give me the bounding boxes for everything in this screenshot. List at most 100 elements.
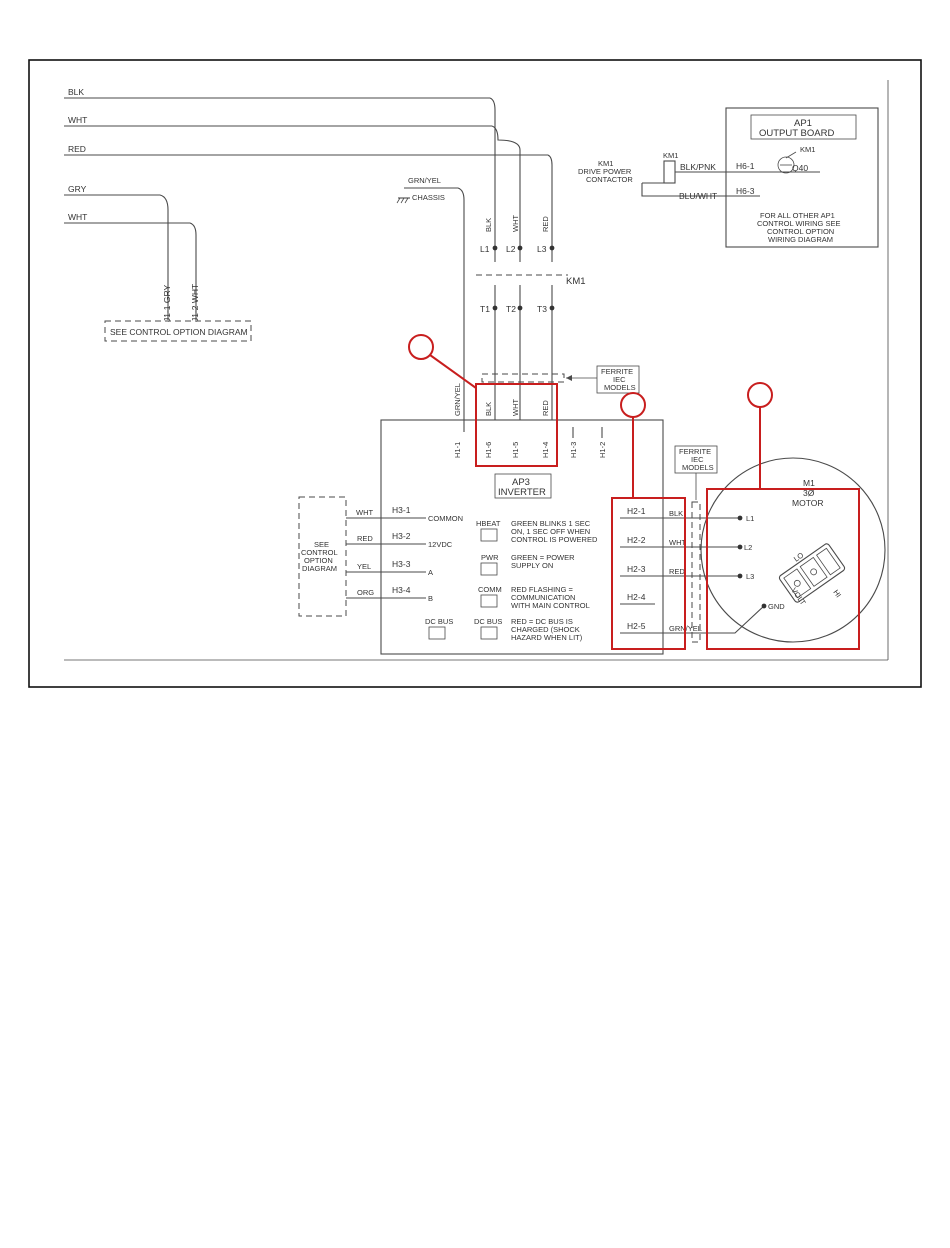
motor-m1 (700, 457, 886, 643)
h3-2: H3-2 (392, 531, 411, 541)
ferrite-h2-1: FERRITE (679, 447, 711, 456)
ap1-blk-pnk: BLK/PNK (680, 162, 716, 172)
h3-wire-yel: YEL (357, 562, 371, 571)
led-comm-icon (480, 594, 498, 608)
ferrite-top-1: FERRITE (601, 367, 633, 376)
chassis-ground-icon (396, 197, 410, 204)
h3-12vdc: 12VDC (428, 540, 453, 549)
h3-1: H3-1 (392, 505, 411, 515)
ferrite-h2-2: IEC (691, 455, 704, 464)
see-control-3: OPTION (304, 556, 333, 565)
ap1-contactor-1: KM1 (598, 159, 613, 168)
led-dcbus-text-2: CHARGED (SHOCK (511, 625, 580, 634)
see-control-4: DIAGRAM (302, 564, 337, 573)
led-dcbus-icon (480, 626, 498, 640)
wire-label-blk: BLK (68, 87, 84, 97)
motor-l2-node (737, 544, 743, 550)
h1-2: H1-2 (598, 442, 607, 458)
ap1-board (725, 107, 879, 248)
control-option-label: SEE CONTROL OPTION DIAGRAM (110, 327, 248, 337)
wire-label-wht: WHT (68, 115, 87, 125)
highlight-motor (706, 488, 860, 650)
ap1-contactor-2: DRIVE POWER (578, 167, 632, 176)
plug-hi: HI (831, 588, 843, 599)
motor-l2: L2 (744, 543, 752, 552)
ferrite-top-arrow (566, 375, 572, 381)
km1-t3: T3 (537, 304, 547, 314)
h3-wire-red: RED (357, 534, 373, 543)
led-dcbus-text-3: HAZARD WHEN LIT) (511, 633, 583, 642)
plug-lo: LO (792, 550, 805, 563)
wire-label-wht-2: WHT (68, 212, 87, 222)
km1-t1: T1 (480, 304, 490, 314)
dc-bus-left-label: DC BUS (425, 617, 453, 626)
h3-wires (346, 517, 426, 599)
led-comm-text-3: WITH MAIN CONTROL (511, 601, 590, 610)
ap3-inverter (380, 419, 664, 655)
dc-bus-left-icon (428, 626, 446, 640)
ap1-note-1: FOR ALL OTHER AP1 (760, 211, 835, 220)
led-hbeat-name: HBEAT (476, 519, 501, 528)
ferrite-top-3: MODELS (604, 383, 636, 392)
ap1-h6-3: H6-3 (736, 186, 755, 196)
j1-2-label: J1-2 WHT (190, 284, 200, 322)
h1-6: H1-6 (484, 442, 493, 458)
see-control-option-box (298, 496, 347, 617)
motor-l1: L1 (746, 514, 754, 523)
motor-title: M1 (803, 478, 815, 488)
h2-4: H2-4 (627, 592, 646, 602)
km1-wht-tag: WHT (511, 215, 520, 232)
led-comm-text-1: RED FLASHING = (511, 585, 574, 594)
km1-l1: L1 (480, 244, 490, 254)
ferrite-box-top (596, 365, 640, 394)
led-pwr-text-1: GREEN = POWER (511, 553, 575, 562)
led-dcbus-name: DC BUS (474, 617, 502, 626)
ap1-coil-label: KM1 (663, 151, 678, 160)
km1-l2: L2 (506, 244, 516, 254)
h2-1: H2-1 (627, 506, 646, 516)
h2-wire-red: RED (669, 567, 685, 576)
ap1-note-3: CONTROL OPTION (767, 227, 834, 236)
callout-circle-1 (408, 334, 434, 360)
h3-wire-org: ORG (357, 588, 374, 597)
led-hbeat-text-1: GREEN BLINKS 1 SEC (511, 519, 591, 528)
control-option-box (104, 320, 252, 342)
ap1-note-4: WIRING DIAGRAM (768, 235, 833, 244)
motor-gnd: GND (768, 602, 785, 611)
h3-4: H3-4 (392, 585, 411, 595)
ferrite-h2-3: MODELS (682, 463, 714, 472)
ferrite-top-2: IEC (613, 375, 626, 384)
h3-common: COMMON (428, 514, 463, 523)
h2-wire-blk: BLK (669, 509, 683, 518)
wire-label-red: RED (68, 144, 86, 154)
h2-3: H2-3 (627, 564, 646, 574)
motor-l3-node (737, 573, 743, 579)
chassis-wire-label: GRN/YEL (408, 176, 441, 185)
supply-wires (64, 97, 553, 320)
callout-circle-2 (620, 392, 646, 418)
callout-circle-3 (747, 382, 773, 408)
see-control-2: CONTROL (301, 548, 338, 557)
h1-5: H1-5 (511, 442, 520, 458)
ap1-q40: Q40 (792, 163, 808, 173)
h1-4: H1-4 (541, 442, 550, 458)
highlight-h2-terminals (611, 497, 686, 650)
ferrite-core-top (481, 373, 565, 383)
h1-3: H1-3 (569, 442, 578, 458)
ap1-subtitle: OUTPUT BOARD (759, 128, 834, 139)
highlight-h1-terminals (475, 383, 558, 467)
led-pwr-text-2: SUPPLY ON (511, 561, 553, 570)
led-dcbus-text-1: RED = DC BUS IS (511, 617, 573, 626)
led-pwr-icon (480, 562, 498, 576)
led-comm-text-2: COMMUNICATION (511, 593, 575, 602)
h2-wires (620, 517, 765, 634)
see-control-1: SEE (314, 540, 329, 549)
ap1-title: AP1 (794, 118, 812, 129)
h3-wire-wht: WHT (356, 508, 373, 517)
km1-t2: T2 (506, 304, 516, 314)
ap1-blu-wht: BLU/WHT (679, 191, 717, 201)
q40-relay-icon (777, 151, 797, 174)
km1-contacts (476, 240, 568, 420)
h1-red-tag: RED (541, 400, 550, 416)
